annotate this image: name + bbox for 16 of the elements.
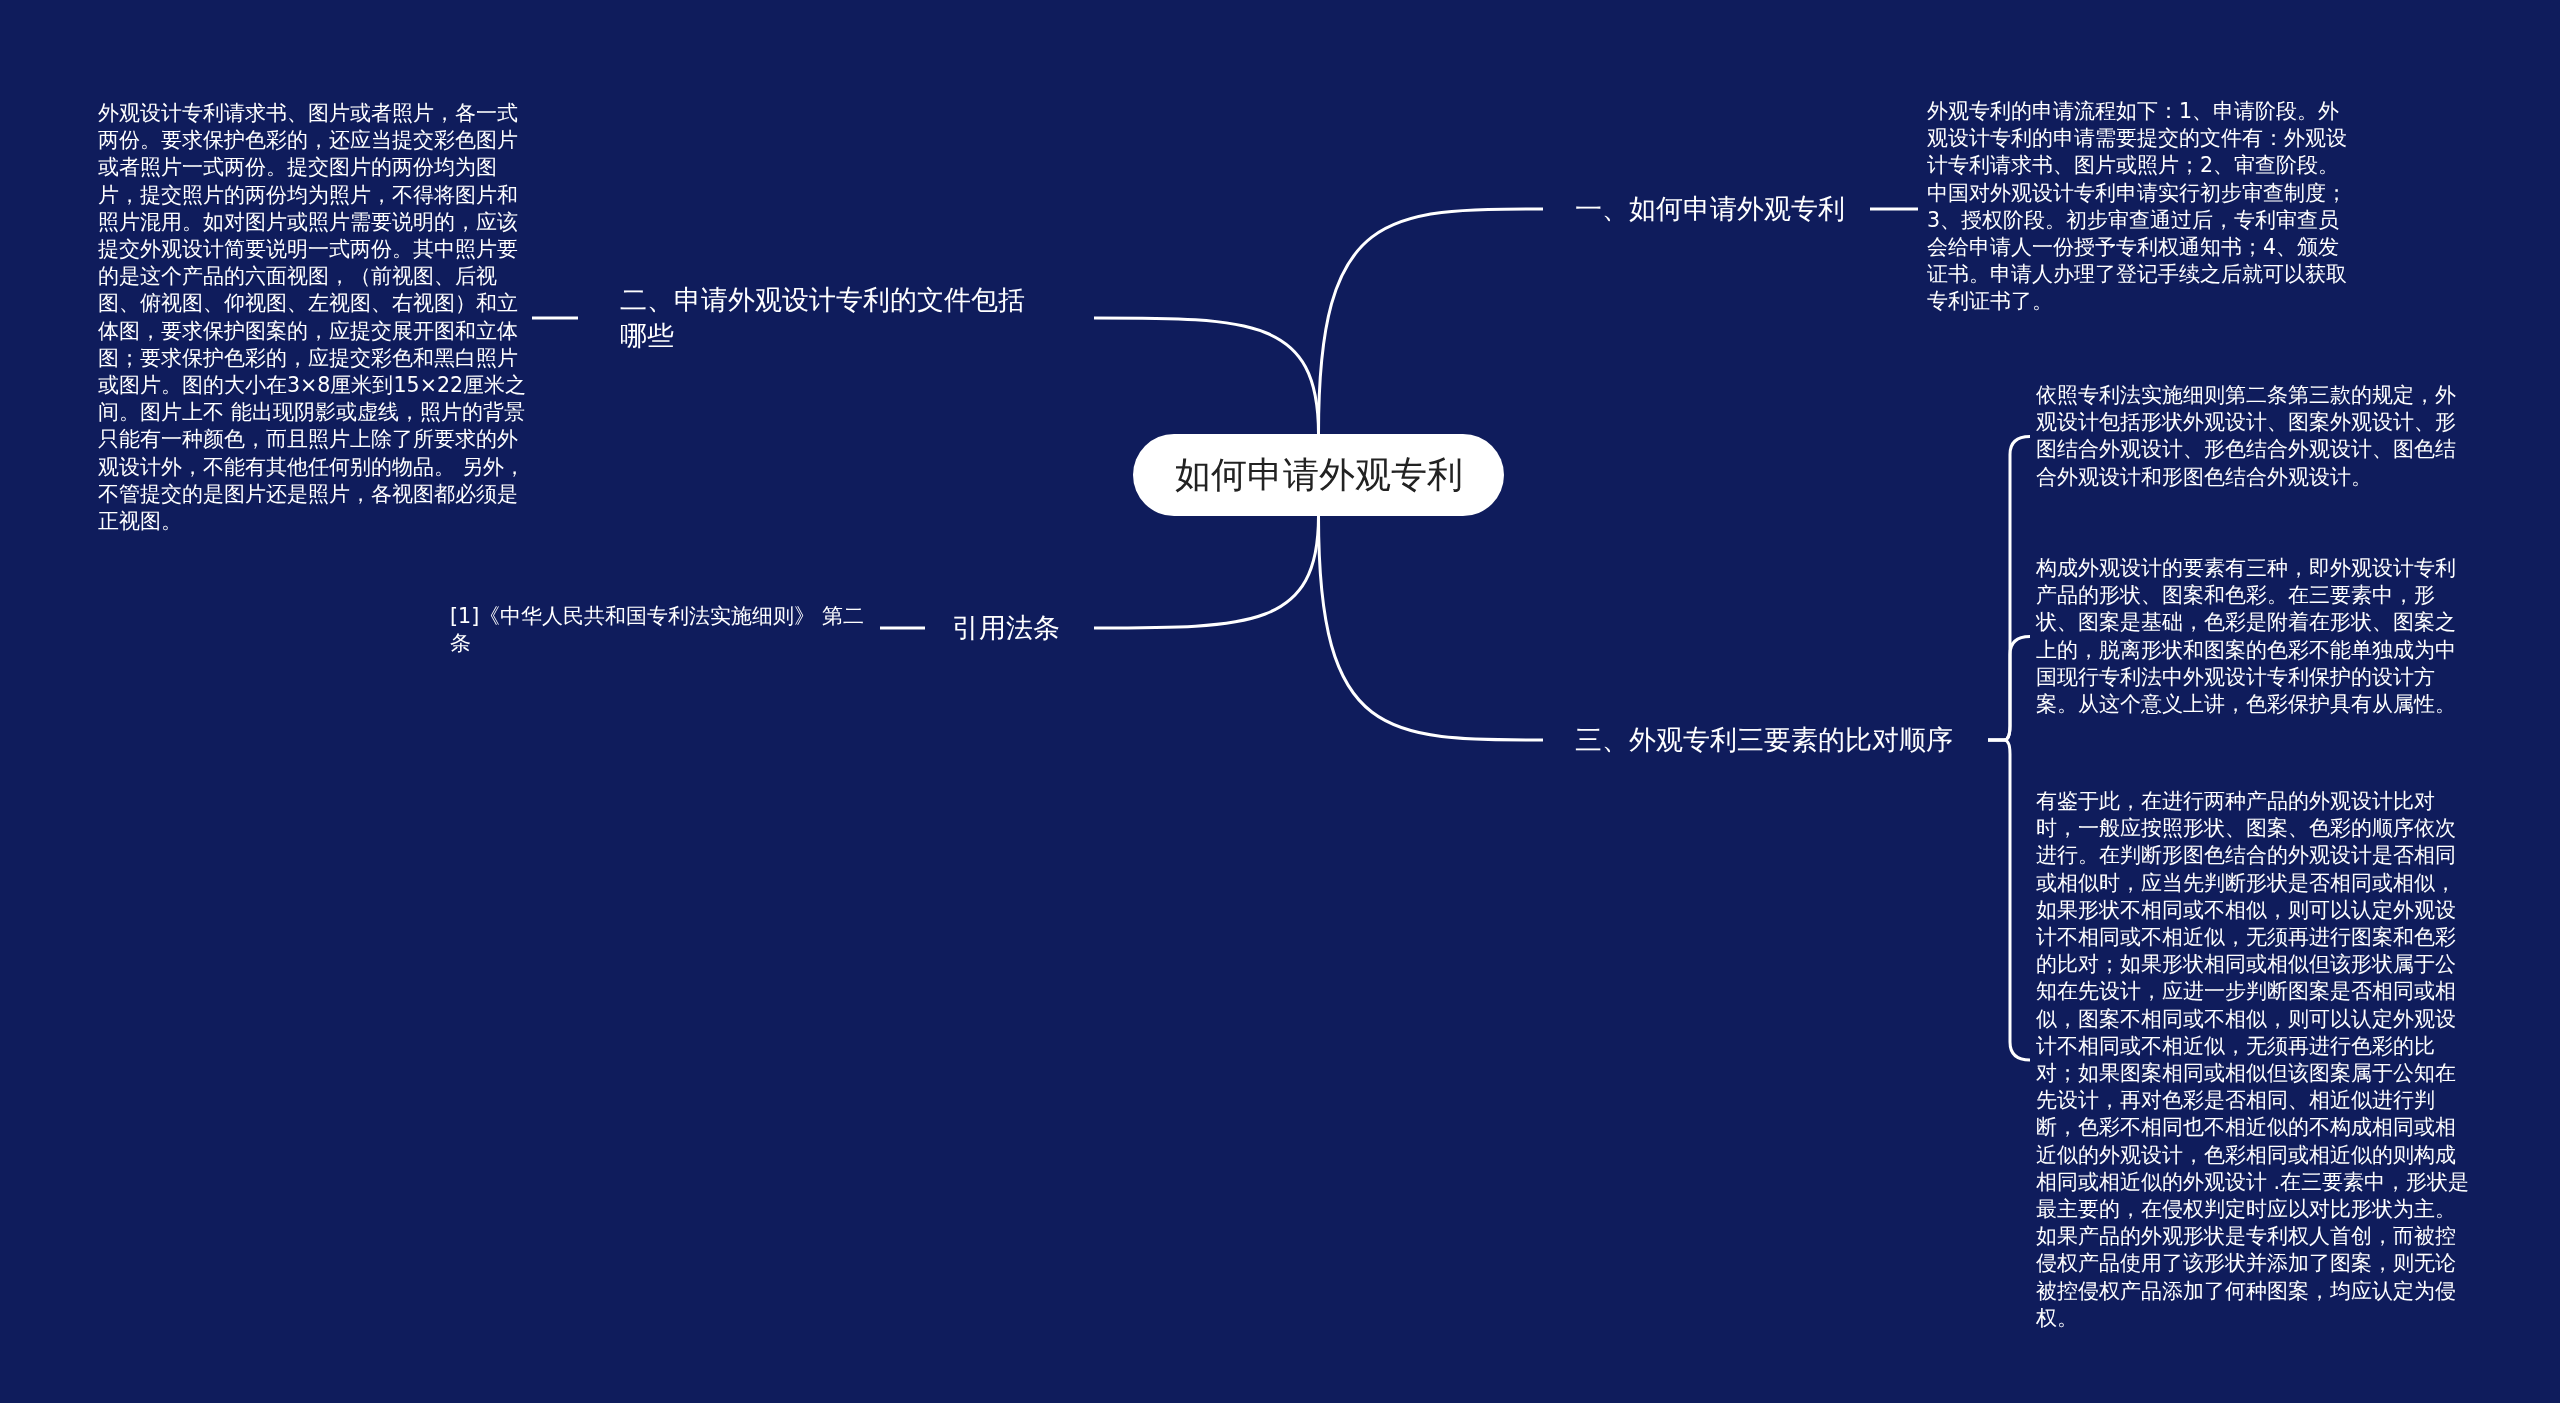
detail-text: 有鉴于此，在进行两种产品的外观设计比对时，一般应按照形状、图案、色彩的顺序依次进行。在判断形图色结合的外观设计是否相同或相似时，应当先判断形状是否相同或相似，如果形状不相同或不相似，则可以认定外观设计不相同或不相近似，无须再进行图案和色彩的比对；如果形状相同或相似但该形状属于公知在先设计，应进一步判断图案是否相同或相似，图案不相同或不相似，则可以认定外观设计不相同或不相近似，无须再进行色彩的比对；如果图案相同或相似但该图案属于公知在先设计，再对色彩是否相同、相近似进行判断，色彩不相同也不相近似的不构成相同或相近似的外观设计，色彩相同或相近似的则构成相同或相近似的外观设计 .在三要素中，形状是最主要的，在侵权判定时应以对比形状为主。如果产品的外观形状是专利权人首创，而被控侵权产品使用了该形状并添加了图案，则无论被控侵权产品添加了何种图案，均应认定为侵权。: [2030, 788, 2470, 1333]
connector-line: [1317, 515, 1543, 742]
root-node: 如何申请外观专利: [1133, 434, 1504, 516]
connector-line: [532, 316, 578, 320]
branch-label: 三、外观专利三要素的比对顺序: [1543, 722, 1988, 758]
detail-text: 构成外观设计的要素有三种，即外观设计专利产品的形状、图案和色彩。在三要素中，形状、图案是基础，色彩是附着在形状、图案之上的，脱离形状和图案的色彩不能单独成为中国现行专利法中外观设计专利保护的设计方案。从这个意义上讲，色彩保护具有从属性。: [2030, 555, 2470, 719]
detail-text: 外观设计专利请求书、图片或者照片，各一式两份。要求保护色彩的，还应当提交彩色图片或者照片一式两份。提交图片的两份均为图片，提交照片的两份均为照片，不得将图片和照片混用。如对图片或照片需要说明的，应该提交外观设计简要说明一式两份。其中照片要的是这个产品的六面视图，（前视图、后视图、俯视图、仰视图、左视图、右视图）和立体图，要求保护图案的，应提交展开图和立体图；要求保护色彩的，应提交彩色和黑白照片或图片。图的大小在3×8厘米到15×22厘米之间。图片上不 能出现阴影或虚线，照片的背景只能有一种颜色，而且照片上除了所要求的外观设计外，不能有其他任何别的物品。 另外，不管提交的是图片还是照片，各视图都必须是正视图。: [90, 100, 532, 536]
branch-label: 引用法条: [925, 610, 1094, 646]
branch-label: 二、申请外观设计专利的文件包括哪些: [578, 282, 1094, 354]
connector-line: [1094, 316, 1320, 435]
connector-line: [880, 626, 925, 630]
citation-text: [1]《中华人民共和国专利法实施细则》 第二条: [440, 603, 880, 658]
connector-line: [1870, 207, 1918, 211]
detail-text: 依照专利法实施细则第二条第三款的规定，外观设计包括形状外观设计、图案外观设计、形图结合外观设计、形色结合外观设计、图色结合外观设计和形图色结合外观设计。: [2030, 382, 2470, 491]
detail-text: 外观专利的申请流程如下：1、申请阶段。外观设计专利的申请需要提交的文件有：外观设计专利请求书、图片或照片；2、审查阶段。中国对外观设计专利申请实行初步审查制度；3、授权阶段。初步审查通过后，专利审查员会给申请人一份授予专利权通知书；4、颁发证书。申请人办理了登记手续之后就可以获取专利证书了。: [1918, 98, 2358, 316]
branch-label: 一、如何申请外观专利: [1543, 191, 1870, 227]
